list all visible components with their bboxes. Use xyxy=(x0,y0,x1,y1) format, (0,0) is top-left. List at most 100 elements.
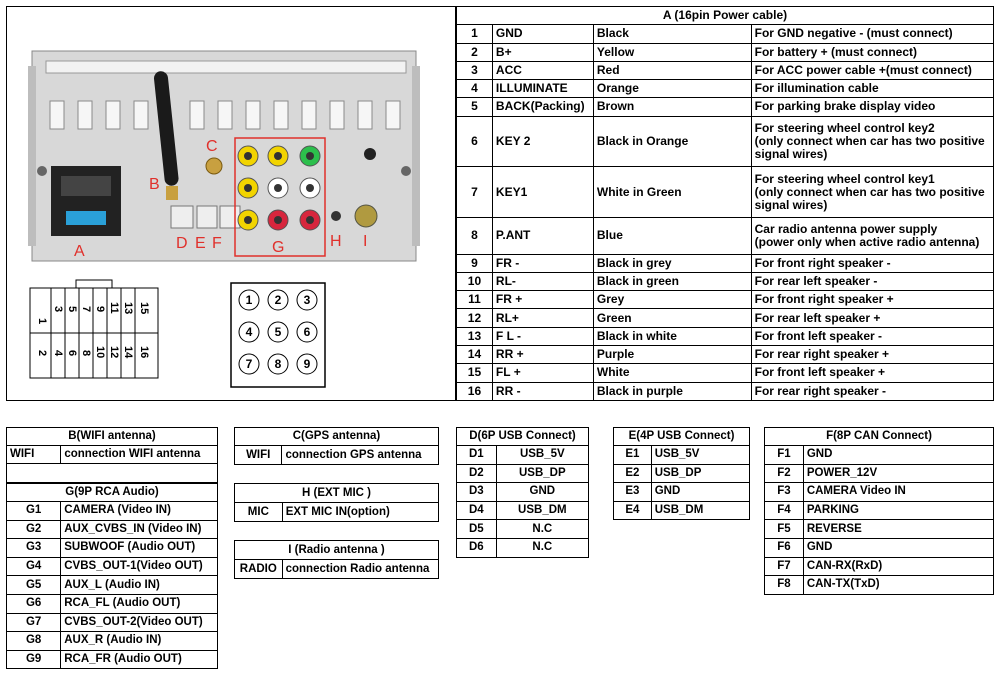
mic-jack xyxy=(331,211,341,221)
row-value: SUBWOOF (Audio OUT) xyxy=(60,538,218,558)
wire-color: Black in white xyxy=(592,326,752,347)
row-key: F7 xyxy=(764,556,804,577)
label-f: F xyxy=(212,235,222,252)
pin-description: For battery + (must connect) xyxy=(750,42,995,62)
pin-description: For rear left speaker - xyxy=(750,271,995,292)
pin-description-line: For GND negative - (must connect) xyxy=(754,26,953,41)
rca-num-1: 1 xyxy=(246,293,253,307)
row-key: F5 xyxy=(764,519,804,539)
table-i-value: connection Radio antenna xyxy=(281,559,440,579)
label-g: G xyxy=(272,239,284,256)
row-key: D1 xyxy=(456,445,497,465)
row-value: GND xyxy=(802,445,995,465)
table-b-key: WIFI xyxy=(5,445,62,464)
pin-description: For front left speaker + xyxy=(750,363,995,383)
rca-num-2: 2 xyxy=(275,293,282,307)
pin-14: 14 xyxy=(122,346,134,359)
pin-name: F L - xyxy=(491,326,594,347)
gps-socket xyxy=(205,157,223,175)
row-value: USB_5V xyxy=(650,445,751,465)
pin-name: ACC xyxy=(491,60,594,81)
label-a: A xyxy=(74,243,85,260)
pin-name: ILLUMINATE xyxy=(491,79,594,99)
wire-color: White xyxy=(592,363,752,383)
pin-name: KEY 2 xyxy=(491,115,594,168)
table-h-title: H (EXT MIC ) xyxy=(234,483,439,503)
wire-color: Yellow xyxy=(592,42,752,62)
row-value: USB_DM xyxy=(650,500,751,521)
row-key: F6 xyxy=(764,537,804,558)
table-c-value: connection GPS antenna xyxy=(281,445,439,465)
pin-number: 14 xyxy=(456,344,493,365)
pin-description: For rear right speaker - xyxy=(750,381,995,402)
pin-1: 1 xyxy=(36,318,48,324)
pin-6: 6 xyxy=(66,350,78,356)
pin-15: 15 xyxy=(138,302,150,314)
row-key: D4 xyxy=(456,500,497,521)
pin-4: 4 xyxy=(52,350,64,357)
pin-name: FR - xyxy=(491,253,594,273)
row-key: F3 xyxy=(764,482,804,502)
wire-color: Black in green xyxy=(592,271,752,292)
radio-antenna-socket xyxy=(354,204,378,228)
row-key: F2 xyxy=(764,463,804,484)
pin-name: RL- xyxy=(491,271,594,292)
row-value: AUX_L (Audio IN) xyxy=(60,575,218,595)
pin-8: 8 xyxy=(80,350,92,356)
table-c-key: WIFI xyxy=(233,445,283,465)
row-value: USB_DP xyxy=(495,463,590,484)
table-b-value: connection WIFI antenna xyxy=(60,445,218,464)
row-value: RCA_FR (Audio OUT) xyxy=(60,649,218,670)
pin-description-line: For front right speaker - xyxy=(754,255,891,270)
table-d-title: D(6P USB Connect) xyxy=(456,427,589,446)
pin-description-line: For steering wheel control key2 xyxy=(754,120,935,135)
pin-number: 12 xyxy=(456,308,493,328)
pin-13: 13 xyxy=(122,302,134,314)
socket-d xyxy=(170,205,194,229)
rca-num-7: 7 xyxy=(246,357,253,371)
table-b-empty-row xyxy=(6,463,218,483)
pin-name: RR - xyxy=(491,381,594,402)
row-value: CAN-TX(TxD) xyxy=(802,575,995,595)
table-h-key: MIC xyxy=(234,502,283,522)
pin-name: FR + xyxy=(491,290,594,310)
row-value: RCA_FL (Audio OUT) xyxy=(60,593,218,614)
pin-number: 5 xyxy=(456,97,493,117)
row-value: N.C xyxy=(495,537,590,558)
table-e-title: E(4P USB Connect) xyxy=(613,427,750,446)
row-value: CAMERA Video IN xyxy=(802,482,995,502)
pin-description: For illumination cable xyxy=(750,79,995,99)
row-value: N.C xyxy=(495,519,590,539)
label-c: C xyxy=(206,138,218,155)
pin-number: 16 xyxy=(456,381,493,402)
pin-name: FL + xyxy=(491,363,594,383)
pin-description: For steering wheel control key1(only con… xyxy=(750,166,995,219)
row-key: E4 xyxy=(613,500,652,521)
row-value: CVBS_OUT-2(Video OUT) xyxy=(60,612,218,633)
pin-number: 7 xyxy=(456,166,493,219)
table-b-title: B(WIFI antenna) xyxy=(6,427,218,446)
row-key: G2 xyxy=(5,519,62,540)
row-key: G6 xyxy=(5,593,62,614)
row-value: USB_DM xyxy=(495,500,590,521)
